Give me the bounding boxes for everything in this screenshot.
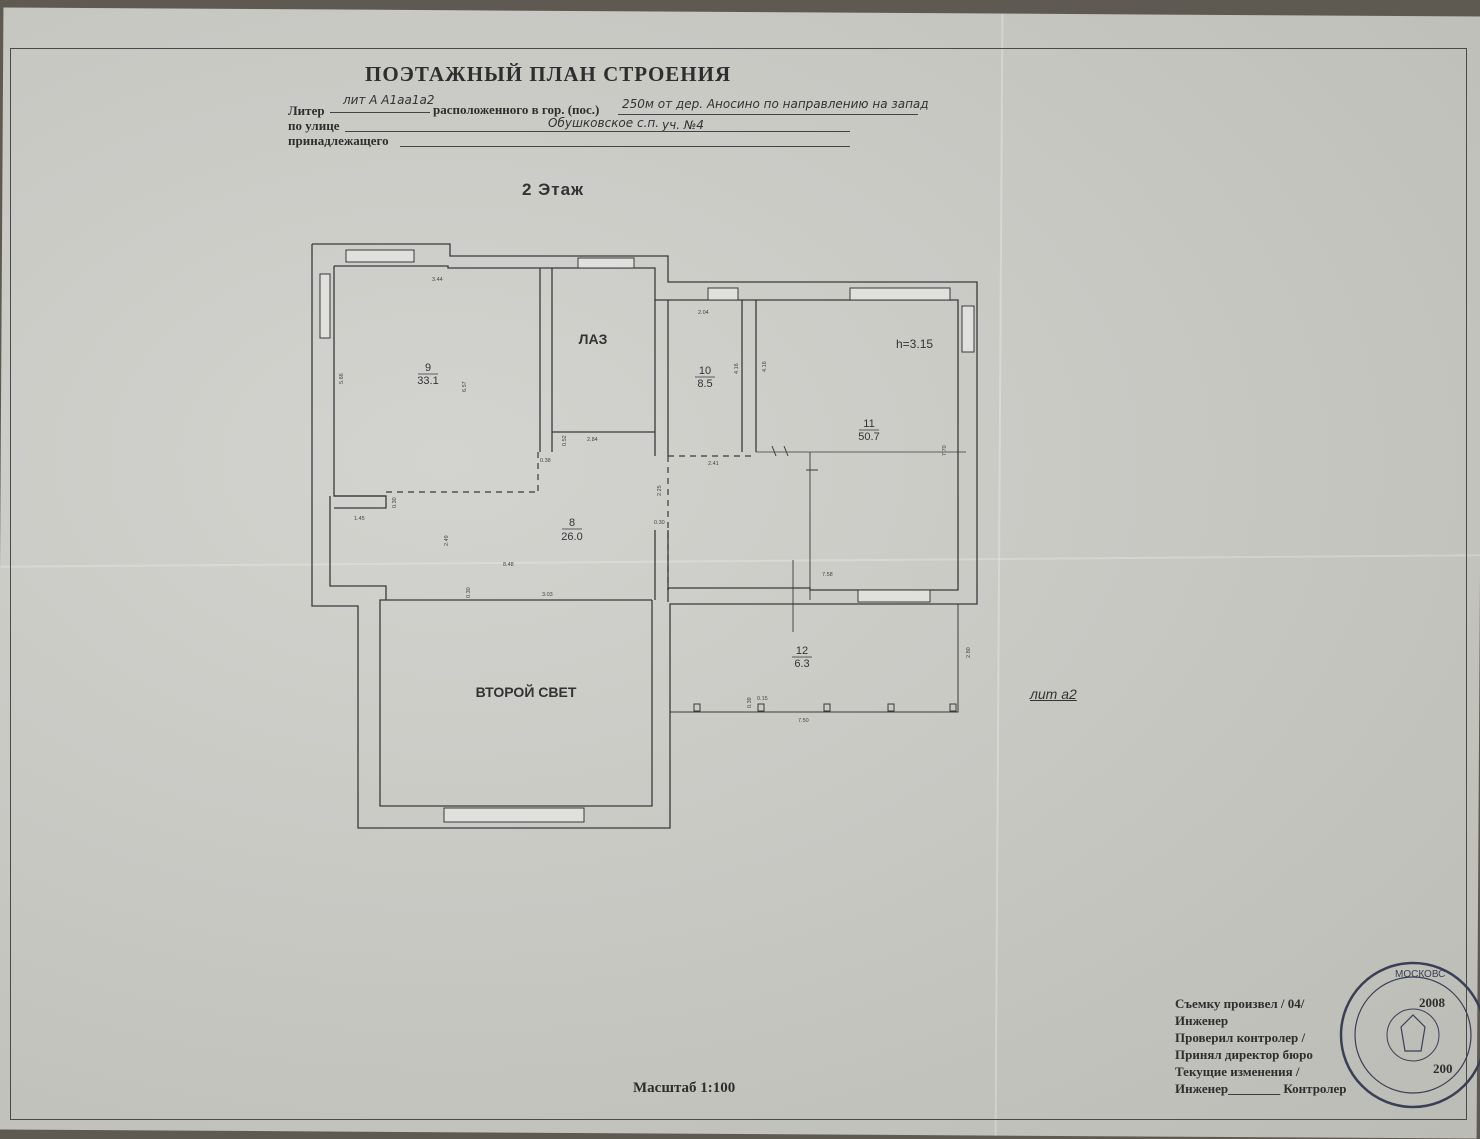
window-11-right (961, 305, 975, 353)
dim-label: 7.58 (822, 572, 833, 578)
dim-label: 7.50 (798, 718, 809, 724)
accepted-label: Принял директор бюро (1175, 1047, 1313, 1062)
door-mark (783, 445, 789, 457)
room-8-number: 8 (569, 517, 575, 529)
room-laz-label: ЛАЗ (579, 331, 608, 347)
dim-label: 0.15 (757, 696, 768, 702)
stamp-top-text: МОСКОВС (1395, 969, 1445, 980)
inner-wall (334, 265, 959, 602)
engineer-2-label: Инженер (1175, 1081, 1229, 1096)
street-label: по улице (288, 118, 340, 133)
dim-label: 0.30 (466, 587, 472, 598)
located-value: 250м от дер. Аносино по направлению на з… (622, 97, 929, 111)
checked-label: Проверил контролер (1175, 1030, 1299, 1045)
post (887, 703, 895, 712)
post (949, 703, 957, 712)
page-title: ПОЭТАЖНЫЙ ПЛАН СТРОЕНИЯ (365, 62, 732, 86)
located-underline (618, 114, 918, 115)
window-11-bottom (857, 589, 931, 603)
dim-label: 2.80 (966, 647, 972, 658)
room-9-number: 9 (425, 362, 431, 374)
dim-label: 2.25 (657, 485, 663, 496)
dim-label: 0.39 (747, 697, 753, 708)
scale-label: Масштаб 1:100 (633, 1080, 736, 1096)
controller-label: Контролер (1283, 1081, 1347, 1096)
window-9-top (345, 249, 415, 263)
room-11-number: 11 (863, 418, 874, 430)
dim-label: 0.38 (540, 458, 551, 464)
plot-value: уч. №4 (662, 118, 704, 132)
located-label: расположенного в гор. (пос.) (433, 102, 600, 117)
owner-label: принадлежащего (288, 133, 389, 148)
room-11-area: 50.7 (858, 431, 879, 443)
survey-date: / 04/ (1280, 996, 1305, 1011)
dim-label: 0.52 (562, 435, 568, 446)
floor-label: 2 Этаж (522, 180, 585, 199)
window-11-top (849, 287, 951, 301)
liter-underline (330, 112, 430, 113)
signature-block: Съемку произвел / 04/ Инженер Проверил к… (1175, 996, 1347, 1096)
room-10-area: 8.5 (697, 378, 712, 390)
second-light-inner (379, 599, 653, 807)
window-10 (707, 287, 739, 301)
post (757, 703, 765, 712)
post (693, 703, 701, 712)
liter-value: лит А А1аа1а2 (343, 93, 435, 107)
drawing-frame (10, 48, 1467, 1120)
stamp-year-2: 200 (1433, 1061, 1453, 1076)
inner-wall-bottom (329, 496, 652, 601)
liter-label: Литер (288, 103, 325, 118)
engineer-1-label: Инженер (1175, 1013, 1229, 1028)
dim-label: 5.66 (339, 373, 345, 384)
window-second-light (443, 807, 585, 823)
current-mark: / (1295, 1064, 1300, 1079)
door-mark (771, 445, 777, 457)
window-9-left (319, 273, 331, 339)
room-12-area: 6.3 (794, 658, 809, 670)
outer-wall (311, 243, 978, 829)
wall-stub (334, 495, 387, 509)
dim-label: 2.04 (698, 310, 709, 316)
window-laz (577, 257, 635, 269)
street-value: Обушковское с.п. (548, 116, 660, 130)
dim-label: 2.41 (708, 461, 719, 467)
dim-label: 8.48 (503, 562, 514, 568)
lit-a2-label: лит а2 (1030, 686, 1077, 702)
dim-label: 1.45 (354, 516, 365, 522)
second-light-label: ВТОРОЙ СВЕТ (476, 683, 577, 700)
survey-label: Съемку произвел (1175, 996, 1278, 1011)
dim-label: 7.70 (942, 445, 948, 456)
dim-label: 2.84 (587, 437, 598, 443)
balcony-outline (669, 604, 959, 713)
dim-label: 4.16 (762, 361, 768, 372)
room-9-area: 33.1 (417, 375, 438, 387)
dim-label: 0.30 (392, 497, 398, 508)
room-12-number: 12 (796, 645, 808, 657)
dim-label: 2.49 (444, 535, 450, 546)
room-10-number: 10 (699, 365, 711, 377)
dim-label: 6.57 (462, 381, 468, 392)
dim-label: 3.03 (542, 592, 553, 598)
checked-mark: / (1301, 1030, 1306, 1045)
room-11-height: h=3.15 (896, 337, 933, 351)
owner-underline (400, 146, 850, 147)
post (823, 703, 831, 712)
stamp-year-1: 2008 (1419, 995, 1446, 1010)
dim-label: 3.44 (432, 277, 443, 283)
dim-label: 4.16 (734, 363, 740, 374)
street-underline (345, 131, 850, 132)
official-stamp: МОСКОВС 2008 200 (1339, 961, 1480, 1109)
current-changes-label: Текущие изменения (1175, 1064, 1293, 1079)
room-8-area: 26.0 (561, 531, 582, 543)
dim-label: 0.30 (654, 520, 665, 526)
